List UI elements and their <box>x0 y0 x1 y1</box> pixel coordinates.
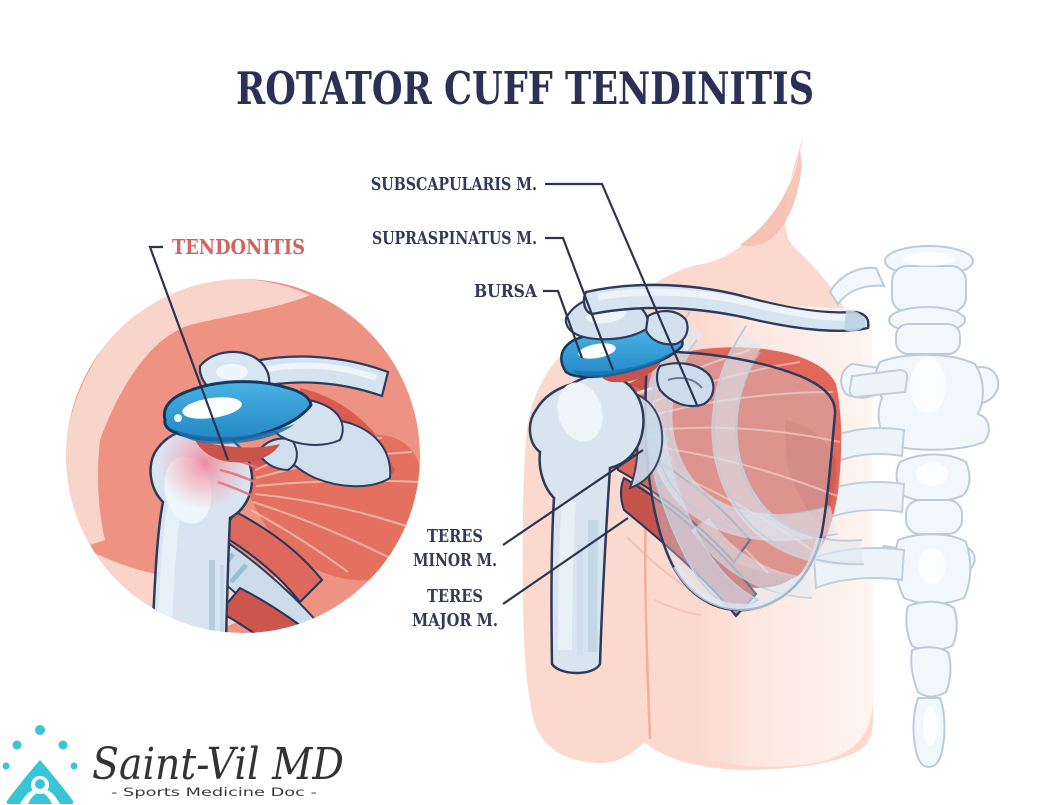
label-supraspinatus: SUPRASPINATUS M. <box>372 229 537 249</box>
label-teres-major-line2: MAJOR M. <box>412 611 498 631</box>
inset-tendon-sliver <box>195 440 280 463</box>
logo-person-icon <box>2 725 78 804</box>
leader-lines <box>148 182 699 605</box>
neck-shading <box>740 150 802 247</box>
logo-name: Saint-Vil MD <box>92 739 344 790</box>
tendonitis-leader-line <box>148 245 230 461</box>
teres-major-leader-line <box>502 517 629 605</box>
logo-tagline: - Sports Medicine Doc - <box>111 785 317 799</box>
label-subscapularis: SUBSCAPULARIS M. <box>371 175 537 195</box>
spine <box>828 245 1000 768</box>
page-title: ROTATOR CUFF TENDINITIS <box>236 62 814 115</box>
label-teres-minor-line1: TERES <box>427 527 483 547</box>
inset-bursa <box>162 380 313 444</box>
inset-teres-minor <box>218 510 324 604</box>
bursa-leader-line <box>543 289 584 359</box>
clavicle-bone <box>582 283 870 332</box>
inset-skin-rim <box>66 279 310 545</box>
logo: Saint-Vil MD - Sports Medicine Doc - <box>2 725 344 804</box>
subscapularis-leader-line <box>545 182 699 406</box>
inset-teres-major <box>218 586 342 633</box>
main-shoulder-illustration <box>522 137 1000 770</box>
label-tendonitis: TENDONITIS <box>172 235 305 259</box>
label-teres-minor-line2: MINOR M. <box>413 551 497 571</box>
inset-circle-illustration <box>66 279 420 633</box>
humerus-bone <box>528 374 645 675</box>
teres-minor-leader-line <box>502 449 644 546</box>
supraspinatus-leader-line <box>545 236 615 371</box>
rib-stubs <box>812 368 909 590</box>
label-teres-major-line1: TERES <box>427 587 483 607</box>
label-bursa: BURSA <box>474 282 537 302</box>
